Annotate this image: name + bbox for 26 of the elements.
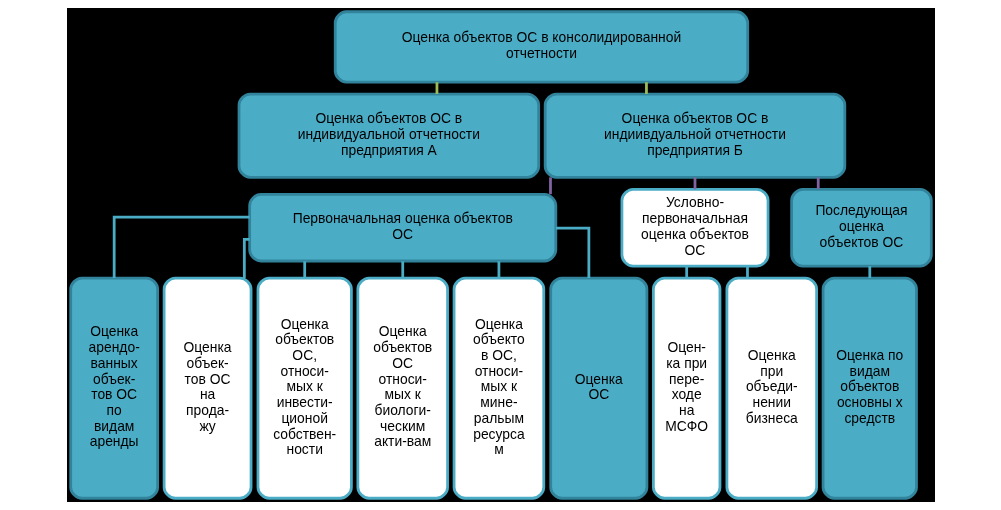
connector [548,177,552,195]
connector [242,237,250,278]
node-box: Условно- первоначальная оценка объектов ОС [620,187,769,268]
connector [302,261,306,278]
node-box: Первоначальная оценка объектов ОС [247,193,557,263]
node-box: Оценка по видам объектов основны х средств [821,276,918,500]
node-box: Оценка объектов ОС в индиивдуальной отчетности предприятия Б [543,92,846,179]
connector [684,266,688,279]
connector [555,226,590,278]
connector [867,266,871,279]
connector [816,177,820,190]
connector [644,82,648,94]
node-box: Оценка объектов ОС в консолидированной отчетности [333,10,749,84]
node-box: Оценка арендо- ванных объек- тов ОС по видам аренды [68,276,159,500]
node-box: Оценка объектов ОС в индивидуальной отчетности предприятия А [237,92,540,179]
node-box: Оценка объекто в ОС, относи- мых к мине- ральым ресурса м [452,276,545,500]
connector [400,261,404,278]
node-box: Оценка объек- тов ОС на прода- жу [162,276,252,500]
node-box: Последующая оценка объектов ОС [789,187,933,268]
node-box: Оценка ОС [548,276,648,500]
node-box: Оценка объектов ОС, относи- мых к инвести- ционой собствен- ности [256,276,353,500]
connector [745,266,749,279]
connector [112,215,250,278]
node-box: Оценка при объеди- нении бизнеса [725,276,818,500]
node-box: Оценка объектов ОС относи- мых к биологи- ческим акти-вам [356,276,449,500]
node-box: Оцен- ка при пере- ходе на МСФО [651,276,721,500]
